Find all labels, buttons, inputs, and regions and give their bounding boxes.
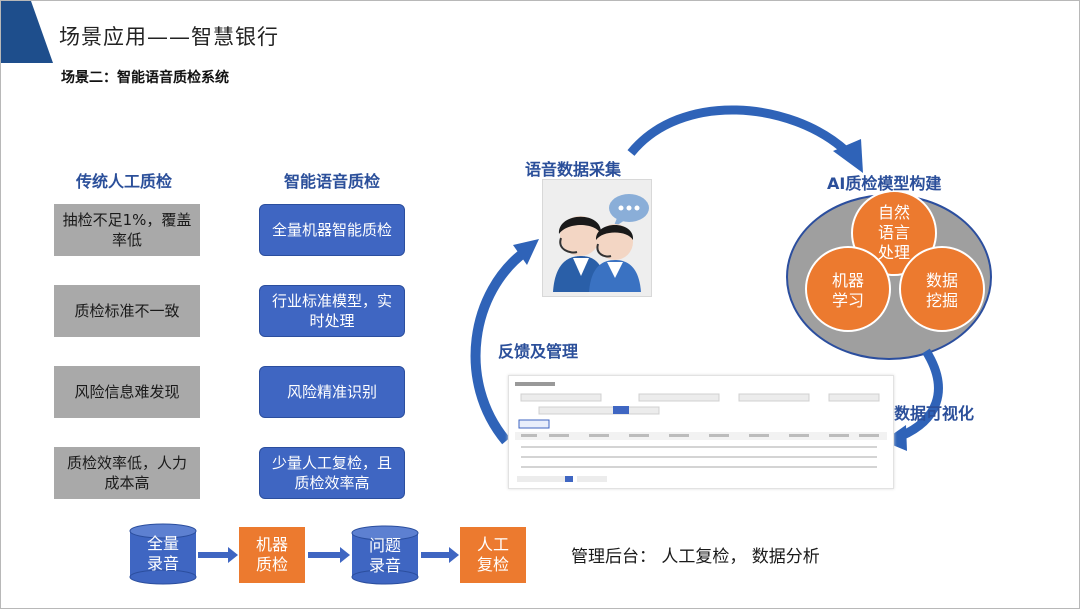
smart-heading: 智能语音质检 — [283, 172, 380, 191]
flow-step-1: 全量录音 — [146, 534, 179, 573]
traditional-item: 质检标准不一致 — [54, 285, 200, 337]
traditional-item: 质检效率低，人力成本高 — [54, 447, 200, 499]
dm-text: 数据挖掘 — [925, 271, 958, 310]
cylinder-problem-recording — [351, 525, 419, 585]
traditional-heading: 传统人工质检 — [75, 172, 172, 191]
nlp-circle — [851, 190, 937, 276]
smart-item: 行业标准模型，实时处理 — [259, 285, 405, 337]
management-note: 管理后台： 人工复检， 数据分析 — [571, 547, 820, 567]
dm-circle — [899, 246, 985, 332]
nlp-text: 自然语言处理 — [877, 203, 910, 262]
page-subtitle: 场景二：智能语音质检系统 — [61, 70, 229, 86]
agents-avatar-card — [542, 179, 652, 297]
feedback-label: 反馈及管理 — [498, 342, 579, 361]
flow-step-2: 机器质检 — [239, 527, 305, 583]
ml-circle — [805, 246, 891, 332]
collect-label: 语音数据采集 — [525, 160, 622, 179]
flow-step-4: 人工复检 — [460, 527, 526, 583]
customer-service-agents-icon — [553, 194, 649, 292]
page-title: 场景应用——智慧银行 — [59, 25, 279, 49]
smart-item: 少量人工复检，且质检效率高 — [259, 447, 405, 499]
model-label: AI质检模型构建 — [827, 174, 942, 193]
smart-item: 风险精准识别 — [259, 366, 405, 418]
corner-decoration — [1, 1, 53, 63]
visual-label: 数据可视化 — [894, 404, 975, 423]
ml-text: 机器学习 — [831, 271, 864, 310]
smart-item: 全量机器智能质检 — [259, 204, 405, 256]
traditional-item: 风险信息难发现 — [54, 366, 200, 418]
flow-arrows — [198, 547, 459, 563]
cycle-arrows — [470, 105, 943, 451]
flow-step-3: 问题录音 — [368, 536, 401, 575]
dashboard-table-graphic — [509, 376, 893, 488]
cylinder-full-recording — [129, 523, 197, 585]
management-dashboard-thumbnail — [508, 375, 894, 489]
traditional-item: 抽检不足1%，覆盖率低 — [54, 204, 200, 256]
